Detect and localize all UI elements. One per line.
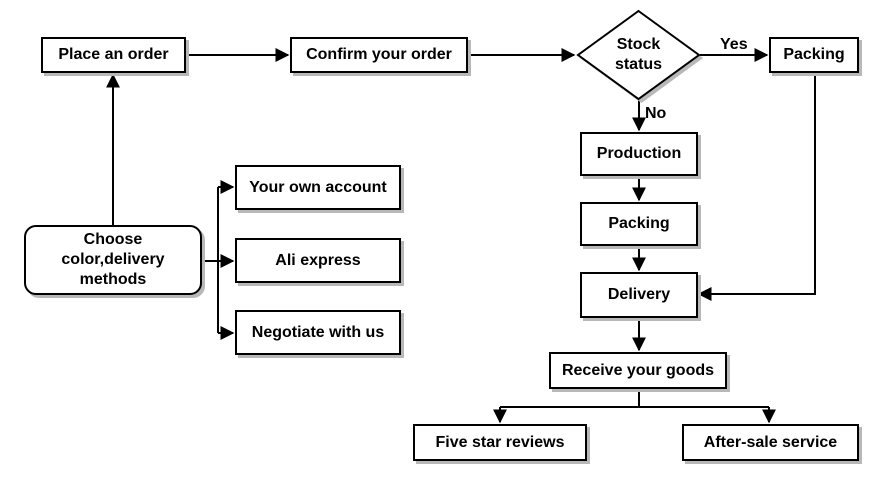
edge-packing-top-to-delivery — [697, 74, 816, 301]
node-receive-goods: Receive your goods — [549, 352, 727, 389]
node-after-sale-service: After-sale service — [682, 424, 859, 461]
node-negotiate-with-us: Negotiate with us — [235, 310, 401, 355]
node-delivery: Delivery — [580, 272, 698, 318]
label-yes: Yes — [720, 36, 748, 53]
label-no: No — [645, 105, 667, 122]
node-confirm-order: Confirm your order — [290, 37, 468, 73]
node-choose-color-delivery: Choose color,delivery methods — [24, 225, 202, 295]
node-packing-top: Packing — [769, 37, 859, 73]
decision-diamond — [576, 9, 703, 103]
node-your-own-account: Your own account — [235, 165, 401, 210]
node-stock-status: Stock status — [576, 9, 703, 103]
node-place-order: Place an order — [41, 37, 186, 73]
node-packing: Packing — [580, 202, 698, 246]
node-production: Production — [580, 132, 698, 176]
node-five-star-reviews: Five star reviews — [413, 424, 587, 461]
node-ali-express: Ali express — [235, 238, 401, 283]
stock-status-label: Stock status — [614, 36, 663, 73]
